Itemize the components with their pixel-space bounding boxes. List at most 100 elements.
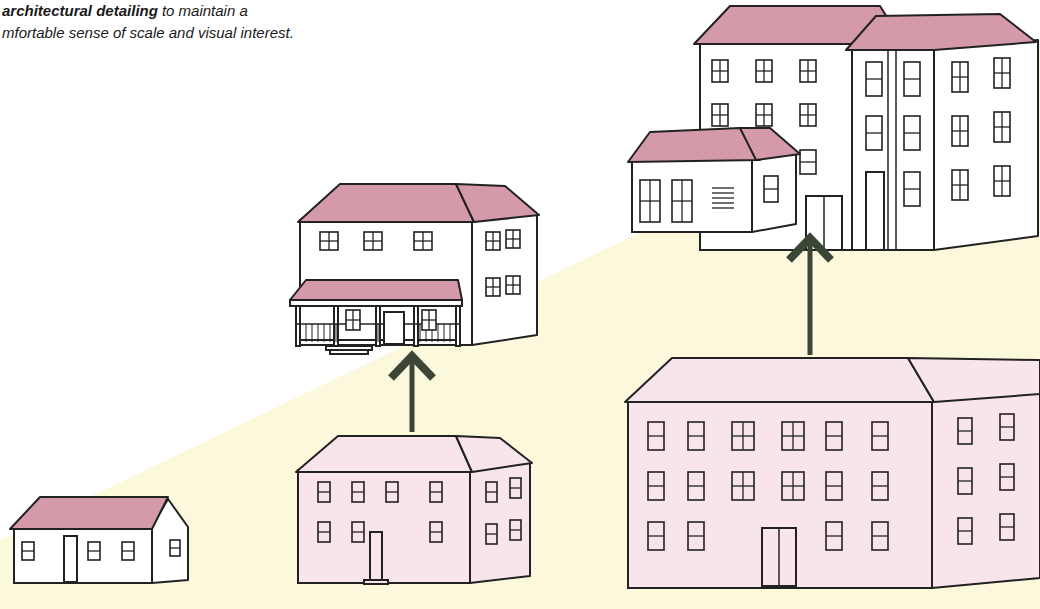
window	[510, 478, 521, 498]
window-muntin	[486, 533, 497, 534]
window-muntin	[1000, 526, 1014, 527]
window	[352, 482, 364, 502]
window	[386, 482, 398, 502]
note-text: mfortable sense of scale and visual inte…	[2, 24, 294, 42]
window-muntin	[904, 132, 920, 133]
window	[756, 60, 772, 82]
window-muntin	[352, 491, 364, 492]
window	[826, 522, 842, 550]
emphasis-text: architectural detailing	[2, 2, 158, 20]
window-muntin	[648, 485, 664, 486]
window-muntin	[22, 550, 34, 551]
vent-slat	[712, 187, 734, 188]
door	[64, 536, 77, 582]
window-muntin	[648, 535, 664, 536]
window	[958, 418, 972, 444]
roof	[846, 14, 1036, 50]
window-muntin	[318, 491, 330, 492]
vent-slat	[712, 197, 734, 198]
window	[712, 60, 728, 82]
porch-baluster	[318, 324, 319, 342]
window-muntin	[430, 491, 442, 492]
bay-wing	[852, 48, 934, 250]
window	[952, 62, 968, 92]
window	[872, 422, 888, 450]
window	[170, 540, 180, 556]
window	[648, 422, 664, 450]
window-muntin	[510, 529, 521, 530]
window	[430, 482, 442, 502]
window-muntin	[959, 116, 960, 146]
window	[88, 542, 100, 560]
porch-post	[296, 306, 300, 346]
window-muntin	[372, 232, 373, 250]
window	[1000, 464, 1014, 490]
window	[648, 522, 664, 550]
porch-baluster	[306, 324, 307, 342]
window	[732, 472, 754, 500]
window-muntin	[492, 232, 493, 250]
window-muntin	[959, 62, 960, 92]
window	[648, 472, 664, 500]
window	[688, 522, 704, 550]
wall	[298, 470, 470, 583]
window-muntin	[492, 278, 493, 296]
window	[320, 232, 338, 250]
window	[782, 422, 804, 450]
roof	[10, 497, 168, 529]
window-muntin	[510, 487, 521, 488]
scale-arrowhead	[789, 238, 831, 260]
window-muntin	[826, 435, 842, 436]
bay-edge	[887, 50, 889, 250]
window	[994, 58, 1010, 88]
wall	[470, 462, 530, 583]
annex-side	[752, 152, 796, 232]
window	[904, 116, 920, 150]
porch-baluster	[414, 324, 415, 342]
window	[318, 522, 330, 542]
wall	[628, 400, 932, 588]
window	[486, 232, 500, 250]
window-muntin	[959, 170, 960, 200]
porch-baluster	[420, 324, 421, 342]
porch-baluster	[324, 324, 325, 342]
window	[506, 276, 520, 294]
window-muntin	[742, 472, 743, 500]
porch-baluster	[378, 324, 379, 342]
window	[958, 518, 972, 544]
window	[510, 520, 521, 540]
window	[800, 60, 816, 82]
wall	[934, 40, 1038, 250]
window-muntin	[872, 485, 888, 486]
window-muntin	[792, 472, 793, 500]
wall	[932, 392, 1040, 588]
window	[952, 170, 968, 200]
window-muntin	[512, 276, 513, 294]
window-muntin	[866, 78, 882, 79]
window	[352, 522, 364, 542]
window-muntin	[807, 60, 808, 82]
double-door	[762, 528, 796, 586]
window	[872, 472, 888, 500]
window-muntin	[170, 547, 180, 548]
window	[904, 62, 920, 96]
door	[384, 312, 404, 344]
wall	[472, 214, 537, 345]
window-muntin	[88, 550, 100, 551]
window-muntin	[430, 531, 442, 532]
roof	[628, 128, 760, 162]
window-muntin	[688, 485, 704, 486]
window-muntin	[958, 480, 972, 481]
window	[486, 278, 500, 296]
door	[370, 532, 382, 580]
window	[122, 542, 134, 560]
window-muntin	[826, 485, 842, 486]
roof	[625, 358, 934, 402]
window	[414, 232, 432, 250]
roof	[456, 436, 532, 472]
window-muntin	[328, 232, 329, 250]
window	[756, 104, 772, 126]
window-muntin	[904, 188, 920, 189]
window-muntin	[122, 550, 134, 551]
